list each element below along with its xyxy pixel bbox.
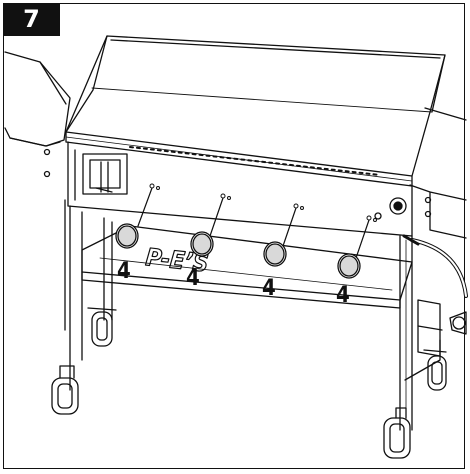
control-knobs [115,187,370,279]
step-number-badge: 7 [3,3,60,36]
callout-label: 4 [117,259,131,284]
left-side-shelf [4,51,71,178]
callout-label: 4 [186,266,200,291]
control-panel [67,141,413,237]
diagram-frame [3,3,465,469]
control-knob [337,219,370,279]
caster-wheel [51,365,79,415]
grease-channel [129,146,381,176]
propane-hose [402,234,468,335]
control-knob [190,197,224,257]
control-knob [263,207,297,267]
caster-wheel [423,349,447,391]
igniter-box [82,153,128,195]
callout-labels: 4 4 4 4 [117,259,350,308]
callout-label: 4 [336,283,350,308]
caster-wheel [87,307,117,347]
griddle-top [65,35,446,187]
caster-wheels [51,307,447,459]
callout-label: 4 [262,276,276,301]
caster-wheel [383,407,411,459]
right-side-shelf [409,107,467,239]
control-knob [115,187,153,249]
igniter-button [374,197,407,220]
